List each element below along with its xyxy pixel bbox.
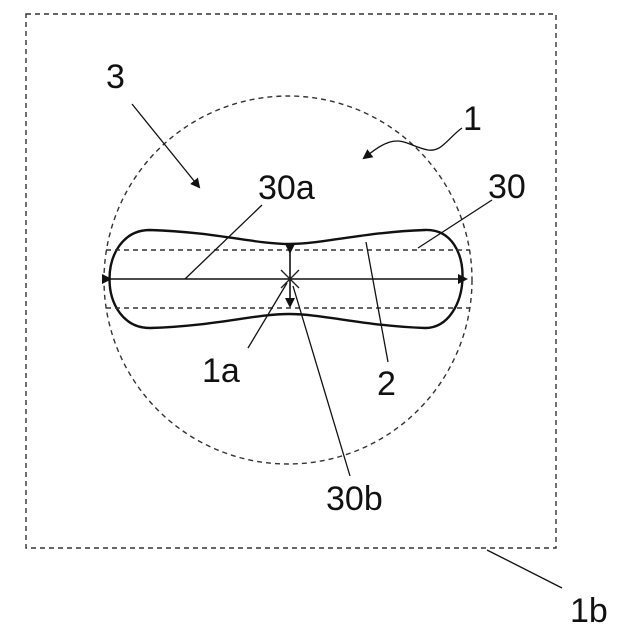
label-1: 1: [463, 100, 482, 138]
leader-2: [366, 242, 388, 362]
leader-1b: [487, 550, 562, 588]
leader-1: [364, 128, 462, 158]
leader-1a: [248, 283, 287, 348]
label-1a: 1a: [202, 352, 240, 390]
leader-3: [132, 104, 199, 187]
label-30b: 30b: [326, 480, 383, 518]
dashed-circle: [104, 96, 472, 464]
label-30: 30: [488, 168, 526, 206]
label-1b: 1b: [570, 592, 608, 630]
label-2: 2: [377, 365, 396, 403]
label-3: 3: [106, 58, 125, 96]
leader-30a: [185, 205, 262, 279]
leader-30: [418, 200, 492, 248]
label-30a: 30a: [258, 169, 315, 207]
leader-30b: [293, 286, 350, 476]
